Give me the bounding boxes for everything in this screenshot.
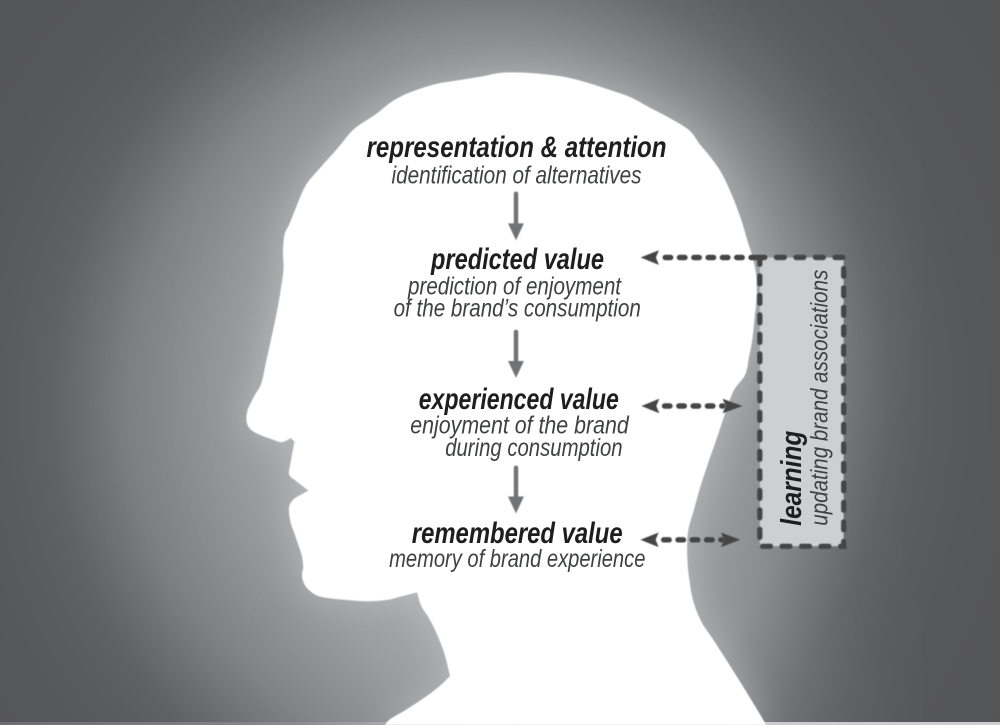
svg-text:updating brand associations: updating brand associations bbox=[807, 270, 834, 526]
svg-text:predicted value: predicted value bbox=[430, 243, 604, 276]
svg-text:during consumption: during consumption bbox=[445, 434, 622, 462]
svg-text:memory of brand experience: memory of brand experience bbox=[389, 545, 645, 573]
svg-text:prediction of enjoyment: prediction of enjoyment bbox=[407, 272, 622, 300]
svg-text:experienced value: experienced value bbox=[419, 383, 619, 416]
svg-text:learning: learning bbox=[776, 430, 808, 525]
svg-text:identification of alternatives: identification of alternatives bbox=[392, 162, 642, 190]
svg-text:remembered value: remembered value bbox=[412, 517, 623, 550]
svg-text:representation & attention: representation & attention bbox=[367, 131, 667, 164]
svg-text:enjoyment of the brand: enjoyment of the brand bbox=[410, 412, 629, 440]
svg-text:of the brand’s consumption: of the brand’s consumption bbox=[394, 295, 641, 323]
